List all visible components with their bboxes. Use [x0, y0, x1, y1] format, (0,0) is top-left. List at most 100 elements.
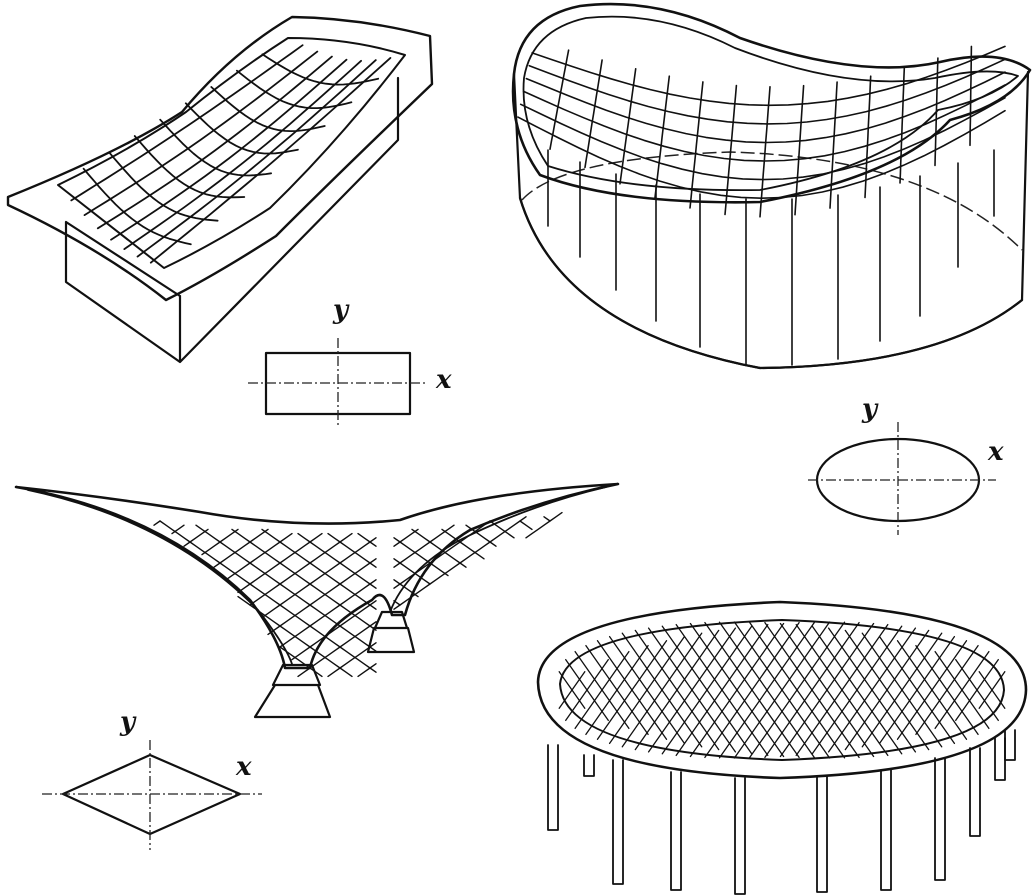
grid-cable [297, 516, 527, 678]
plan-rectangle-x-label: x [435, 365, 452, 395]
grid-cable [549, 49, 570, 150]
plan-ellipse: y x [808, 394, 1004, 535]
grid-cable [291, 520, 491, 661]
grid-cable [279, 524, 455, 648]
grid-cable [213, 528, 269, 568]
grid-cable [83, 50, 319, 216]
column [994, 737, 1006, 781]
grid-cable [934, 650, 990, 730]
grid-cable [519, 520, 533, 531]
grid-cable [795, 623, 889, 757]
grid-cable [584, 59, 603, 169]
grid-cable [558, 671, 586, 709]
elliptic-wall [512, 70, 1030, 370]
tent-front-support [253, 663, 332, 719]
grid-cable [357, 663, 377, 678]
grid-cable [608, 635, 686, 745]
grid-cable [689, 81, 704, 209]
column [670, 771, 682, 891]
grid-cable [733, 621, 831, 759]
column [583, 754, 595, 777]
grid-cable [225, 532, 293, 581]
grid-cable [955, 658, 999, 722]
grid-cable [70, 44, 304, 202]
grid-cable [393, 537, 449, 577]
grid-cable [327, 532, 419, 598]
grid-cable [236, 69, 353, 109]
elliptic-roof-surface [522, 15, 1019, 192]
elliptic-wall-ribs [547, 149, 995, 366]
grid-cable [619, 68, 637, 185]
column [612, 759, 624, 885]
grid-cable [96, 55, 333, 230]
column [816, 775, 828, 893]
grid-cable [279, 646, 323, 678]
plan-ellipse-x-label: x [987, 437, 1004, 467]
grid-cable [465, 524, 497, 547]
grid-cable [748, 621, 846, 759]
grid-cable [153, 520, 161, 526]
grid-cable [267, 528, 419, 636]
grid-cable [827, 627, 917, 753]
figure-tent-membrane-roof [14, 482, 620, 719]
grid-cable [123, 59, 362, 250]
grid-cable [896, 640, 968, 740]
grid-cable [525, 71, 1006, 144]
grid-cable [675, 623, 769, 757]
elliptic-roof-edge-beam [511, 2, 1032, 204]
grid-cable [654, 75, 671, 199]
plan-rectangle: y x [248, 295, 452, 428]
plan-rhombus-x-label: x [235, 752, 252, 782]
grid-cable [171, 524, 185, 535]
grid-cable [759, 86, 771, 218]
grid-cable [621, 632, 703, 748]
tent-rear-support [366, 610, 416, 654]
grid-cable [574, 650, 630, 730]
grid-cable [297, 532, 401, 606]
grid-cable [585, 644, 649, 736]
column [734, 777, 746, 895]
elliptic-wall-bottom [518, 196, 1024, 370]
figure-circular-roof [536, 600, 1028, 895]
grid-cable [411, 528, 467, 568]
column [1004, 729, 1016, 761]
circular-roof-columns [547, 729, 1016, 895]
plan-rhombus: y x [42, 707, 262, 850]
grid-cable [357, 532, 431, 585]
grid-cable [522, 84, 1006, 162]
grid-cable [201, 528, 239, 556]
grid-cable [718, 621, 816, 759]
circular-roof-grid [558, 621, 1006, 759]
grid-cable [647, 627, 737, 753]
column [880, 769, 892, 891]
elliptic-roof-grid [517, 45, 1006, 218]
circular-ring-beam-inner [559, 619, 1005, 761]
rect-roof-grid [70, 44, 392, 264]
plan-rhombus-y-label: y [119, 707, 137, 737]
grid-cable [531, 45, 1006, 107]
grid-cable [724, 84, 738, 216]
column [547, 744, 559, 831]
grid-cable [149, 57, 392, 264]
grid-cable [634, 629, 720, 751]
grid-cable [183, 528, 209, 547]
grid-cable [596, 640, 668, 740]
column [934, 757, 946, 881]
grid-cable [794, 84, 805, 216]
grid-cable [915, 644, 979, 736]
column [969, 747, 981, 837]
rect-building-block [64, 76, 400, 364]
grid-cable [489, 520, 515, 539]
grid-cable [528, 58, 1006, 125]
grid-cable [689, 622, 785, 758]
grid-cable [978, 671, 1006, 709]
figure-elliptic-saddle-roof [511, 2, 1032, 370]
grid-cable [864, 75, 872, 199]
grid-cable [899, 67, 906, 184]
grid-cable [237, 532, 323, 594]
grid-cable [136, 59, 377, 258]
grid-cable [517, 109, 1006, 199]
grid-cable [764, 621, 860, 759]
grid-cable [441, 528, 485, 560]
